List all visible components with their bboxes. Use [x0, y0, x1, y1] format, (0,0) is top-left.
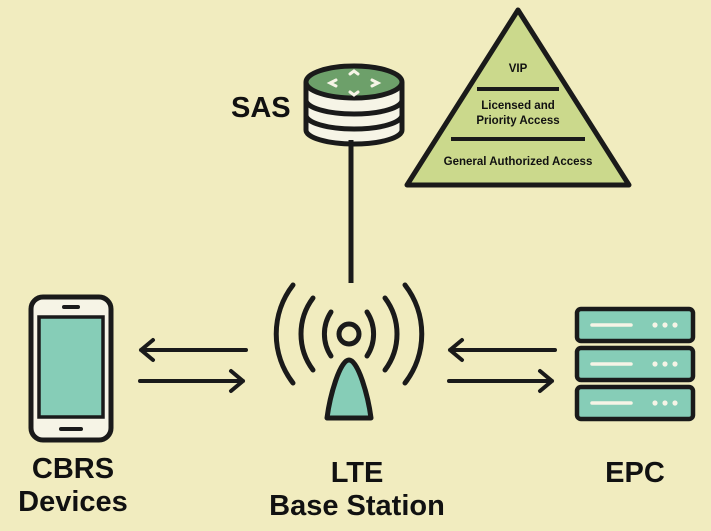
arrow-to-base-station-from-epc	[448, 338, 557, 362]
tier-licensed-line1: Licensed and	[481, 100, 555, 112]
smartphone-icon	[28, 294, 114, 443]
antenna-icon	[273, 282, 425, 421]
cbrs-label-line1: CBRS	[32, 453, 114, 485]
sas-label: SAS	[231, 92, 291, 124]
epc-label: EPC	[605, 457, 665, 489]
device-link-arrows	[138, 338, 248, 393]
cbrs-label-line2: Devices	[18, 486, 128, 518]
server-unit	[574, 306, 696, 344]
epc-link-arrows	[447, 338, 557, 393]
server-rack-icon	[574, 306, 696, 422]
lte-label-line2: Base Station	[269, 490, 445, 522]
server-unit	[574, 345, 696, 383]
tier-vip: VIP	[509, 63, 528, 75]
tier-licensed-line2: Priority Access	[476, 115, 559, 127]
lte-label-line1: LTE	[331, 457, 384, 489]
sas-database-icon	[303, 63, 405, 147]
arrow-to-base-station	[138, 369, 245, 393]
server-unit	[574, 384, 696, 422]
arrow-to-devices	[139, 338, 248, 362]
tier-gaa: General Authorized Access	[444, 156, 593, 168]
arrow-to-epc	[447, 369, 554, 393]
access-tier-pyramid	[404, 7, 632, 188]
